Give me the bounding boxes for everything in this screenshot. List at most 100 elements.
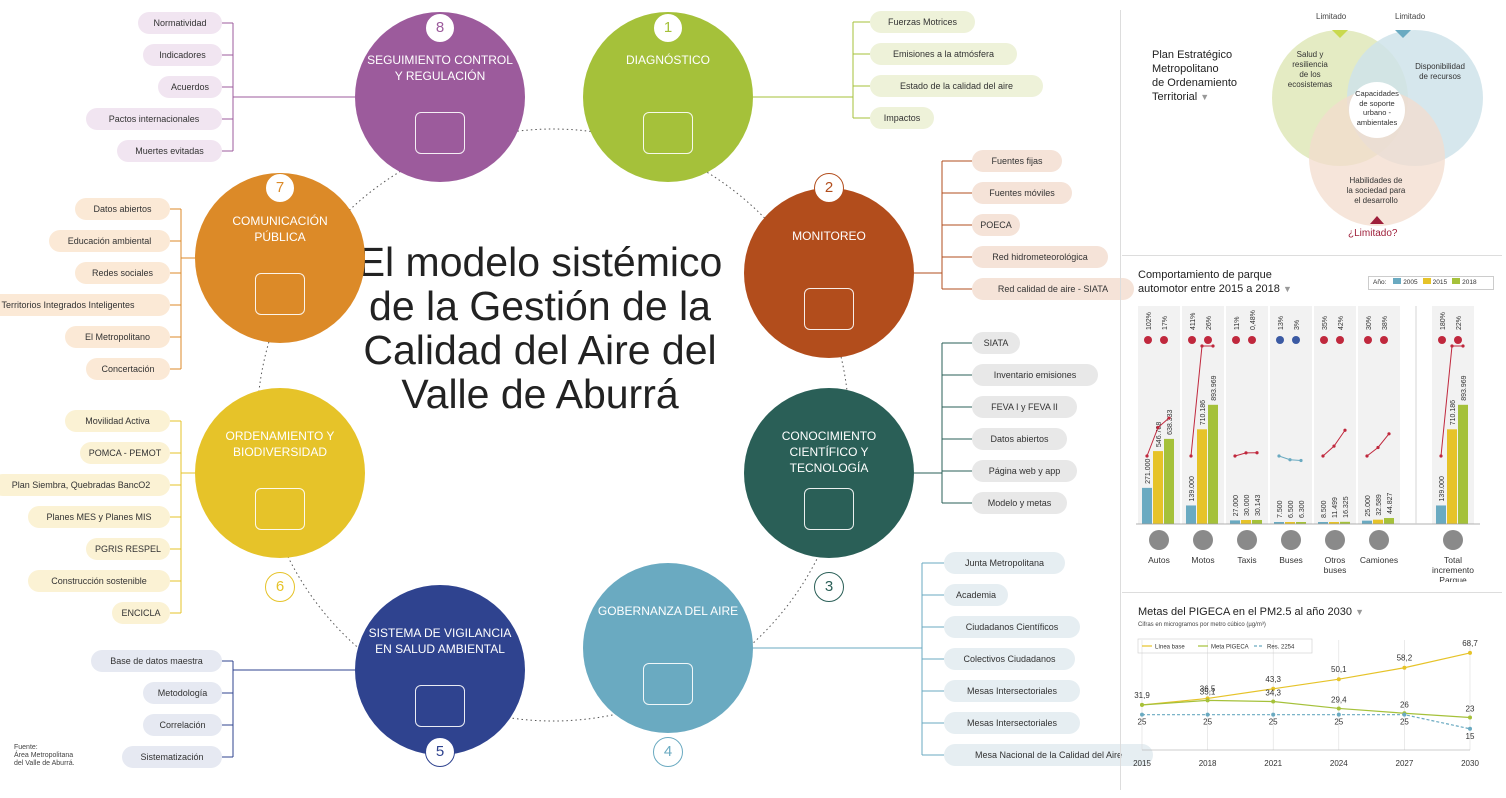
x-tick-label: 2018	[1199, 759, 1217, 768]
bar-value-label: 893.969	[1211, 375, 1218, 400]
node-item-pill: Concertación	[86, 358, 170, 380]
node-item-pill: Fuerzas Motrices	[870, 11, 975, 33]
trend-point	[1167, 416, 1171, 420]
bar-value-label: 25.000	[1365, 495, 1372, 517]
legend-swatch	[1452, 278, 1461, 284]
bar-value-label: 6.300	[1299, 500, 1306, 518]
node-item-pill: Pactos internacionales	[86, 108, 222, 130]
node-item-pill: Redes sociales	[75, 262, 170, 284]
arrow-down-icon	[1292, 336, 1300, 344]
category-label: Buses	[1279, 555, 1303, 565]
series-point	[1205, 698, 1210, 703]
chevron-down-icon[interactable]: ▼	[1200, 92, 1210, 102]
bar	[1153, 451, 1163, 524]
node-item-pill: Acuerdos	[158, 76, 222, 98]
node-number-badge: 8	[425, 13, 455, 43]
node-item-pill: Metodología	[143, 682, 222, 704]
node-illustration-icon	[415, 112, 465, 154]
trend-point	[1233, 454, 1237, 458]
node-title: COMUNICACIÓN PÚBLICA	[232, 214, 328, 244]
arrow-up-icon	[1336, 336, 1344, 344]
bar	[1164, 438, 1174, 524]
node-item-pill: Emisiones a la atmósfera	[870, 43, 1017, 65]
source-line-1: Área Metropolitana	[14, 752, 74, 759]
source-label: Fuente:	[14, 744, 38, 751]
bar	[1340, 521, 1350, 524]
node-title: SISTEMA DE VIGILANCIA EN SALUD AMBIENTAL	[368, 626, 512, 656]
node-item-pill: Base de datos maestra	[91, 650, 222, 672]
node-illustration-icon	[255, 488, 305, 530]
trend-point	[1211, 344, 1215, 348]
legend-box	[1137, 638, 1313, 654]
node-title: ORDENAMIENTO Y BIODIVERSIDAD	[225, 429, 335, 459]
node-item-pill: Colectivos Ciudadanos	[944, 648, 1075, 670]
data-label: 25	[1334, 718, 1343, 727]
category-label: Motos	[1191, 555, 1214, 565]
node-item-pill: SIATA	[972, 332, 1020, 354]
panel-divider	[1120, 10, 1121, 790]
pct-label: 102%	[1146, 312, 1153, 330]
connector-lines	[170, 21, 972, 758]
bar	[1274, 522, 1284, 524]
trend-point	[1277, 454, 1281, 458]
bar	[1230, 520, 1240, 524]
arrow-up-icon	[1454, 336, 1462, 344]
data-label: 68,7	[1462, 639, 1478, 648]
series-line	[1141, 652, 1471, 706]
venn-title-line: de Ordenamiento	[1152, 77, 1237, 89]
bar-value-label: 271.000	[1145, 458, 1152, 483]
bar-value-label: 638.333	[1167, 409, 1174, 434]
trend-point	[1343, 428, 1347, 432]
x-tick-label: 2027	[1396, 759, 1414, 768]
chevron-down-icon[interactable]: ▼	[1355, 607, 1365, 617]
venn-circle-society	[1309, 90, 1445, 226]
node-item-pill: Mesas Intersectoriales	[944, 680, 1080, 702]
legend-label: 2018	[1462, 279, 1477, 286]
series-line	[1141, 699, 1471, 719]
trend-point	[1365, 454, 1369, 458]
legend-label: Meta PIGECA	[1211, 645, 1249, 651]
bar	[1252, 519, 1262, 524]
node-item-pill: Fuentes móviles	[972, 182, 1072, 204]
category-label: Total	[1444, 555, 1462, 565]
source-line-2: del Valle de Aburrá.	[14, 760, 75, 767]
limit-right-label: Limitado	[1395, 12, 1426, 21]
pct-label: 26%	[1206, 316, 1213, 330]
divider-2	[1122, 592, 1502, 593]
legend-label: 2015	[1432, 279, 1448, 286]
bar-value-label: 710.186	[1200, 400, 1207, 425]
node-illustration-icon	[415, 685, 465, 727]
series-point	[1271, 699, 1276, 704]
pct-label: 411%	[1190, 313, 1197, 330]
data-label: 31,9	[1134, 691, 1150, 700]
node-item-pill: Mesa Nacional de la Calidad del Aire	[944, 744, 1153, 766]
node-item-pill: POECA	[972, 214, 1020, 236]
category-label: Autos	[1148, 555, 1170, 565]
node-item-pill: Junta Metropolitana	[944, 552, 1065, 574]
category-label: Camiones	[1360, 555, 1398, 565]
data-label: 25	[1203, 718, 1212, 727]
chevron-down-icon[interactable]: ▼	[1282, 284, 1292, 294]
series-point	[1271, 712, 1276, 717]
node-item-pill: Planes MES y Planes MIS	[28, 506, 170, 528]
venn-title-line: Territorial ▼	[1152, 91, 1210, 103]
divider-1	[1122, 255, 1502, 256]
node-illustration-icon	[643, 112, 693, 154]
bar	[1384, 518, 1394, 524]
trend-point	[1156, 425, 1160, 430]
node-item-pill: Datos abiertos	[75, 198, 170, 220]
bar-value-label: 6.500	[1288, 500, 1295, 518]
series-point	[1336, 706, 1341, 711]
node-item-pill: Correlación	[143, 714, 222, 736]
trend-point	[1321, 454, 1325, 458]
node-number-badge: 3	[814, 572, 844, 602]
venn-center	[1349, 82, 1405, 138]
bar	[1208, 404, 1218, 524]
arrow-up-icon	[1438, 336, 1446, 344]
vehicle-icon	[1281, 530, 1301, 550]
node-item-pill: Muertes evitadas	[117, 140, 222, 162]
bar-value-label: 8.500	[1321, 500, 1328, 518]
trend-point	[1288, 458, 1292, 462]
bar-value-label: 139.000	[1439, 476, 1446, 501]
